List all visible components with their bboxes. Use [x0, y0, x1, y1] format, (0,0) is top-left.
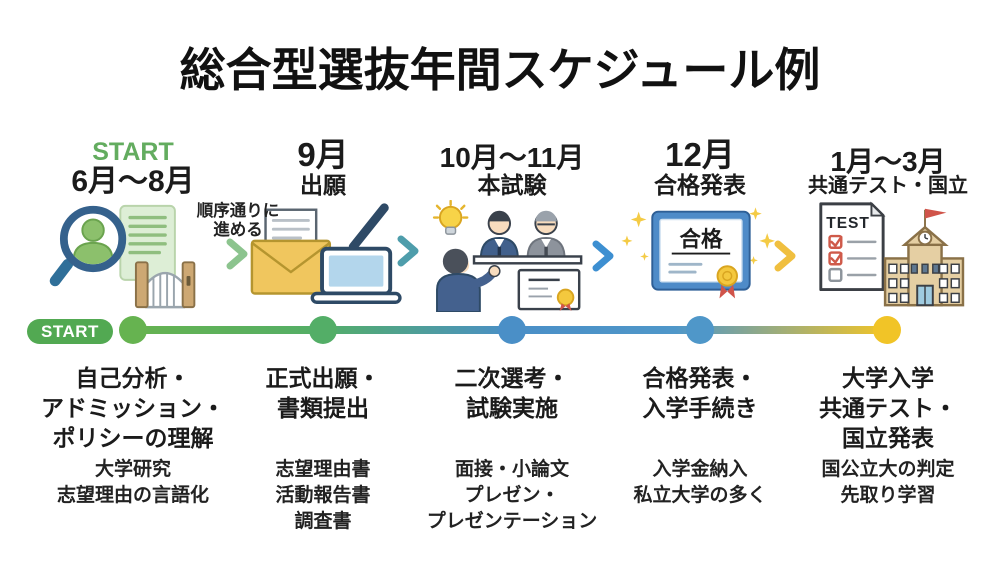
stage-description: 面接・小論文 プレゼン・ プレゼンテーション	[426, 459, 598, 532]
timeline-dot-4	[686, 316, 714, 344]
sparkles-icon	[621, 207, 775, 265]
interviewer-b-icon	[526, 210, 566, 260]
envelope-laptop-icon	[238, 200, 408, 312]
person-silhouette-icon	[72, 218, 114, 265]
stage-description: 志望理由書 活動報告書 調査書	[275, 459, 371, 532]
test-paper-icon: TEST	[819, 201, 886, 292]
stage-header: START 6月〜8月	[71, 125, 194, 197]
chevron-right-icon	[592, 240, 614, 272]
gate-icon	[134, 261, 196, 309]
stage-column-common-test: 1月〜3月 共通テスト・国立 TEST	[793, 125, 983, 509]
magnifier-icon	[49, 205, 127, 287]
stage-column-results: 12月 合格発表 合格	[605, 125, 795, 509]
chevron-right-icon	[774, 240, 796, 272]
envelope-icon	[250, 239, 332, 295]
stage-sub-label: 出願	[299, 171, 346, 198]
interviewer-a-icon	[479, 210, 519, 260]
stage-sub-label: 本試験	[477, 171, 547, 198]
chevron-right-icon	[397, 235, 419, 267]
certificate-icon	[517, 268, 581, 312]
stage-description: 国公立大の判定 先取り学習	[821, 459, 955, 506]
stage-start-label: START	[92, 138, 174, 167]
presenter-icon	[436, 248, 501, 312]
certificate-pass-text: 合格	[680, 227, 723, 252]
certificate-pass-icon: 合格	[615, 200, 785, 312]
stage-header: 10月〜11月 本試験	[440, 125, 585, 197]
stage-heading: 二次選考・ 試験実施	[454, 365, 570, 421]
timeline-dots	[119, 316, 901, 344]
stage-month-label: 12月	[665, 136, 735, 174]
stage-header: 1月〜3月 共通テスト・国立	[808, 125, 968, 197]
stage-header: 9月 出願	[297, 125, 348, 197]
stage-sub-label: 共通テスト・国立	[808, 175, 968, 197]
stage-heading: 正式出願・ 書類提出	[265, 365, 381, 421]
stage-month-label: 9月	[297, 136, 349, 174]
stage-heading: 合格発表・ 入学手続き	[642, 365, 758, 421]
magnifier-research-icon	[48, 200, 218, 312]
medal-icon	[716, 265, 738, 299]
stage-header: 12月 合格発表	[654, 125, 746, 197]
stage-month-label: 10月〜11月	[439, 142, 585, 174]
stage-column-application: 9月 出願	[228, 125, 418, 535]
stage-heading: 自己分析・ アドミッション・ ポリシーの理解	[41, 365, 225, 451]
school-building-icon	[883, 208, 965, 307]
test-paper-text: TEST	[826, 215, 870, 232]
start-badge: START	[27, 319, 113, 344]
stage-month-label: 6月〜8月	[71, 164, 195, 198]
flag-icon	[925, 208, 947, 219]
stage-heading: 大学入学 共通テスト・ 国立発表	[819, 365, 957, 451]
stage-sub-label: 合格発表	[654, 171, 746, 198]
stage-description: 入学金納入 私立大学の多く	[633, 459, 767, 506]
interview-exam-icon	[427, 200, 597, 312]
test-school-icon: TEST	[803, 200, 973, 312]
chevron-right-icon	[226, 238, 248, 270]
document-icon	[119, 204, 176, 281]
order-annotation: 順序通りに 進める	[196, 202, 280, 239]
desk	[472, 255, 583, 265]
stage-column-exam: 10月〜11月 本試験	[417, 125, 607, 535]
laptop-icon	[310, 246, 402, 304]
stage-description: 大学研究 志望理由の言語化	[56, 459, 209, 506]
timeline-dot-5	[873, 316, 901, 344]
lightbulb-icon	[432, 200, 469, 235]
timeline-dot-1	[119, 316, 147, 344]
timeline-dot-3	[498, 316, 526, 344]
page-title: 総合型選抜年間スケジュール例	[179, 44, 821, 96]
stage-column-research: START 6月〜8月	[38, 125, 228, 509]
timeline-dot-2	[309, 316, 337, 344]
stage-month-label: 1月〜3月	[830, 145, 946, 177]
